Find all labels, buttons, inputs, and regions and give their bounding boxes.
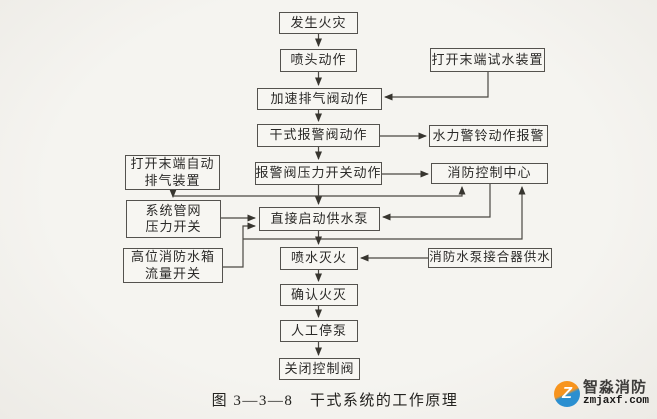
figure-caption: 图 3—3—8 干式系统的工作原理 [211,393,459,409]
edge-center-to-pump [382,184,491,221]
node-label-line: 系统管网 [145,202,202,218]
node-label-line: 打开末端自动 [130,156,215,172]
node-dry-alarm-valve-action: 干式报警阀动作 [257,124,380,147]
node-fire-control-center: 消防控制中心 [431,163,548,184]
node-label-line: 流量开关 [144,265,201,281]
node-manual-stop-pump: 人工停泵 [280,320,358,342]
node-pump-adapter-supply: 消防水泵接合器供水 [428,248,552,268]
brand-domain: zmjaxf.com [582,394,649,407]
node-open-auto-exhaust-device: 打开末端自动 排气装置 [125,155,220,190]
node-sprinkler-action: 喷头动作 [280,49,357,72]
node-network-pressure-switch: 系统管网 压力开关 [126,200,221,238]
node-fire-occurs: 发生火灾 [279,12,358,34]
node-close-control-valve: 关闭控制阀 [279,358,360,380]
edge-flowswitch-to-pump [223,222,256,268]
node-tank-flow-switch: 高位消防水箱 流量开关 [123,248,223,283]
brand-name: 智淼消防 [582,379,647,396]
node-start-supply-pump: 直接启动供水泵 [259,207,380,231]
node-confirm-fire-out: 确认火灭 [280,284,358,306]
watermark: Z 智淼消防 zmjaxf.com [553,380,649,407]
node-label-line: 排气装置 [144,172,201,188]
brand-text: 智淼消防 zmjaxf.com [583,380,649,407]
node-hydraulic-alarm-bell: 水力警铃动作报警 [429,125,548,147]
node-open-end-test-device: 打开末端试水装置 [430,48,545,72]
node-label-line: 高位消防水箱 [130,249,215,265]
node-alarm-pressure-switch-action: 报警阀压力开关动作 [255,162,382,185]
brand-logo-icon: Z [553,380,580,407]
node-spray-water: 喷水灭火 [280,247,358,270]
edge-flowswitch-to-center [243,186,526,240]
edge-networkswitch-to-center [173,186,466,197]
node-exhaust-valve-action: 加速排气阀动作 [257,88,382,110]
edge-testdevice-to-exhaust [384,72,489,101]
node-label-line: 压力开关 [145,219,202,234]
